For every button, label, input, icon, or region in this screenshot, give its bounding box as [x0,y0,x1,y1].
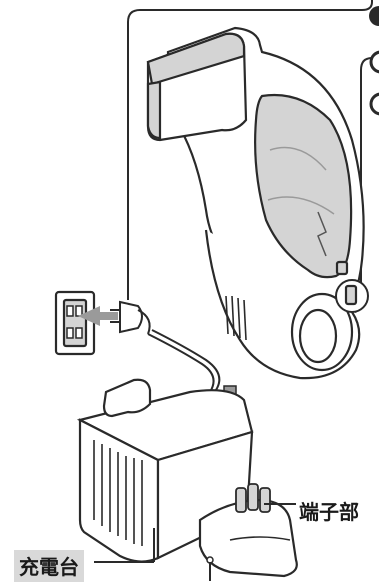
base-vent-lines [93,440,143,546]
wall-outlet [54,290,96,356]
charging-base [76,378,298,578]
power-plug [110,300,151,335]
handheld-vacuum [146,26,369,380]
callout-marker-1 [369,6,379,26]
terminal-label: 端子部 [299,500,359,524]
callout-marker-2 [369,50,379,74]
plug-insert-arrow [78,306,118,326]
terminal-contacts [235,483,271,513]
callout-line-plug [127,0,373,300]
callout-marker-3 [369,92,379,116]
charging-base-label: 充電台 [14,550,84,582]
vacuum-vent-slots [225,295,247,341]
